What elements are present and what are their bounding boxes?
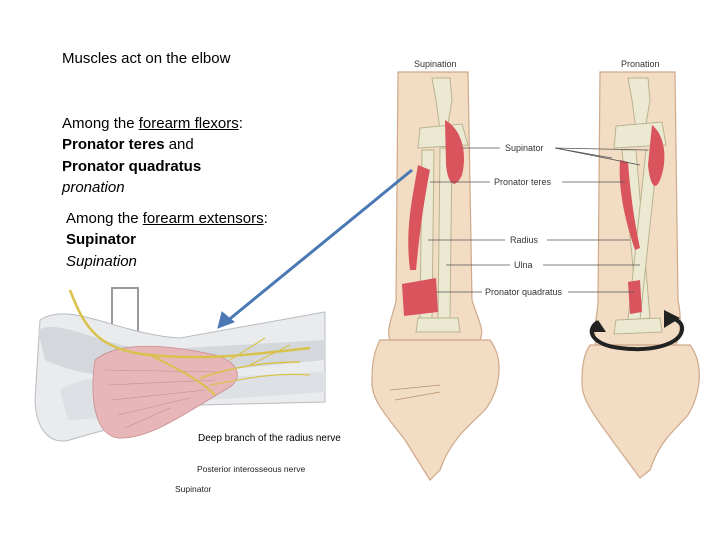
inset-caption: Deep branch of the radius nerve [198,433,341,444]
posterior-interosseous-nerve-label: Posterior interosseous nerve [197,464,305,474]
supination-column-label: Supination [414,59,457,69]
supinator-inset-illustration [35,288,325,441]
supination-forearm [372,72,499,480]
pointer-arrow [218,170,412,328]
pronation-forearm [582,72,699,478]
pronation-column-label: Pronation [621,59,660,69]
supinator-label: Supinator [505,143,544,153]
pronator-quadratus-label: Pronator quadratus [485,287,563,297]
inset-supinator-label: Supinator [175,484,211,494]
pronator-teres-label: Pronator teres [494,177,552,187]
ulna-label: Ulna [514,260,533,270]
radius-label: Radius [510,235,539,245]
